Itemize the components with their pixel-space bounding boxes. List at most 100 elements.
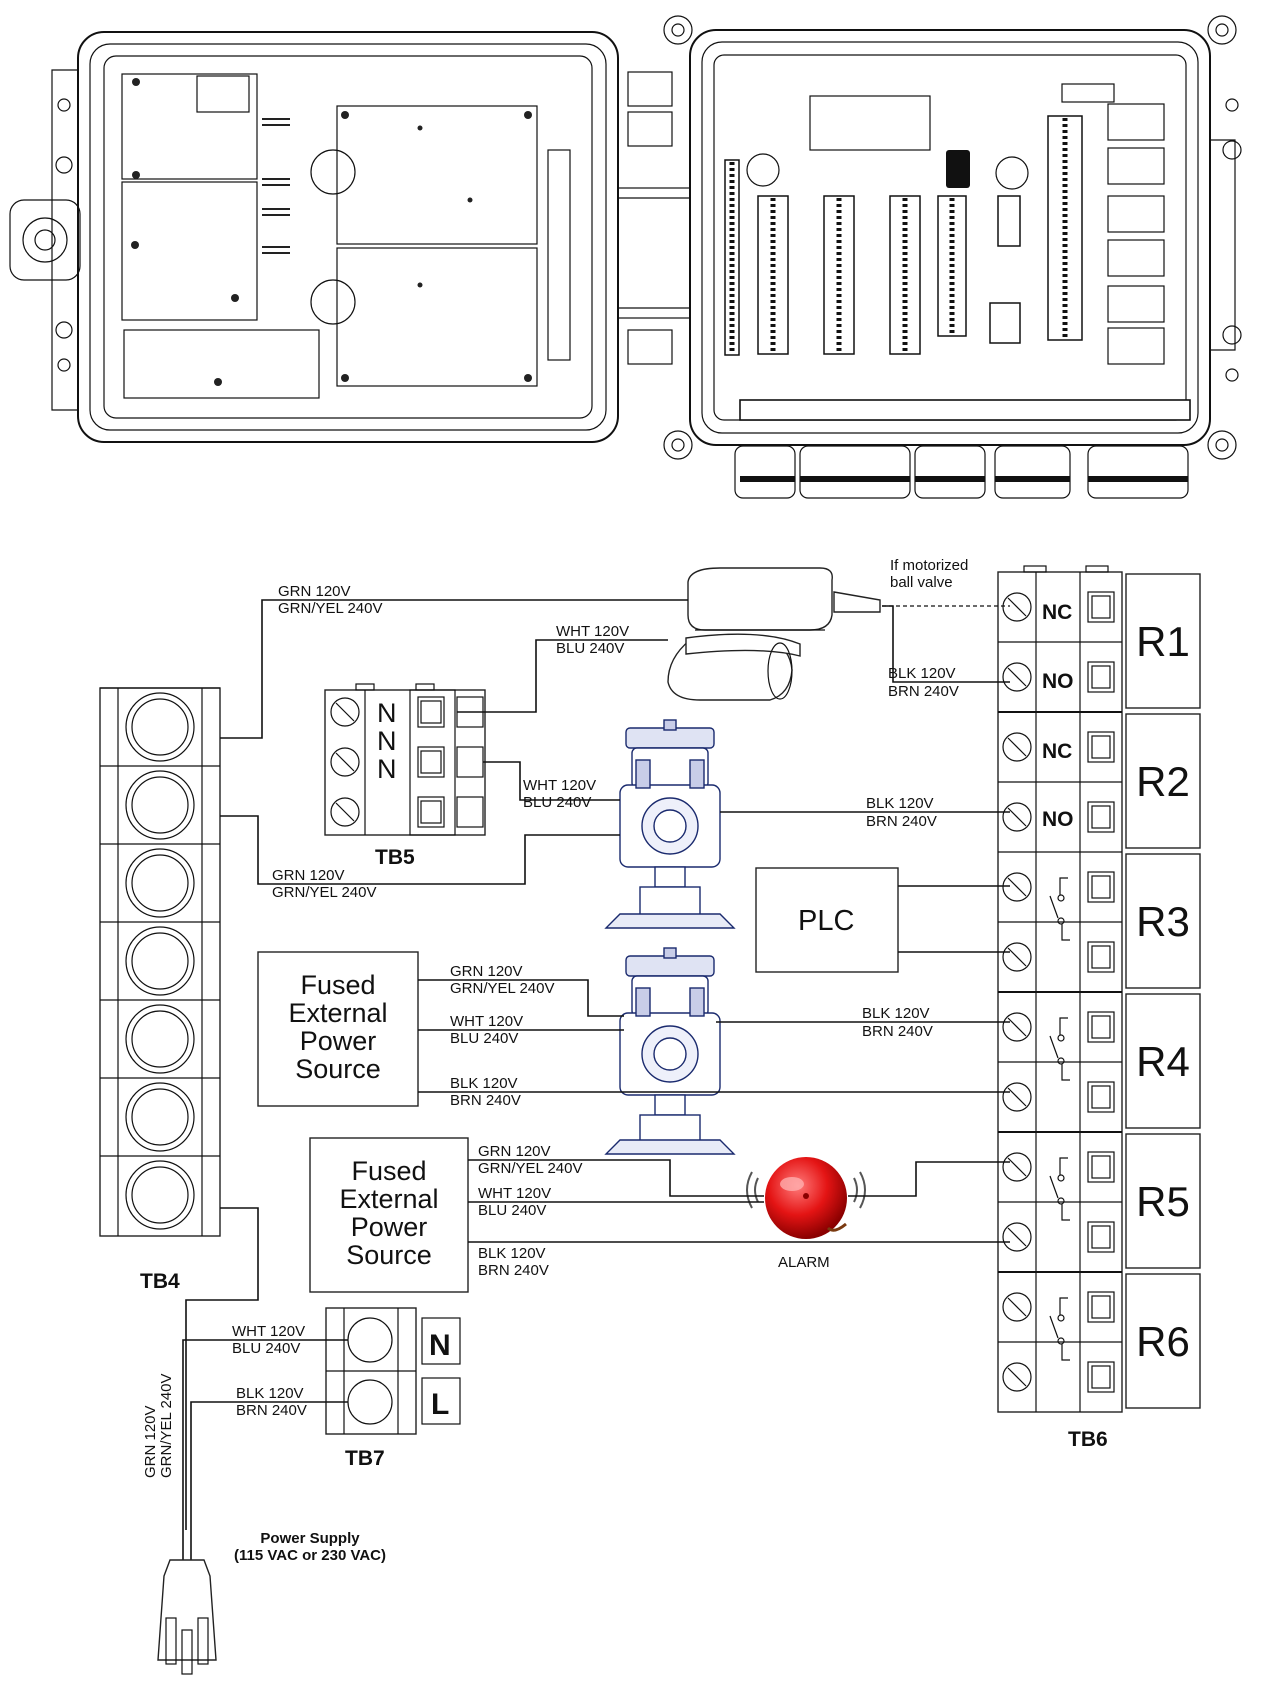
label-alarm-neutral-1: WHT 120V <box>478 1185 551 1202</box>
label-pump2-hot-supply-2: BRN 240V <box>450 1092 521 1109</box>
power-source-1-label-line2: External <box>288 998 387 1028</box>
relay-label-r2: R2 <box>1136 758 1190 805</box>
power-supply-label-line1: Power Supply <box>260 1530 360 1547</box>
relay-label-r5: R5 <box>1136 1178 1190 1225</box>
power-source-2-label-line2: External <box>339 1184 438 1214</box>
tb6-terminal-screw <box>1002 732 1032 762</box>
tb4-terminal-screw <box>125 1004 195 1074</box>
label-pump2-neutral-2: BLU 240V <box>450 1030 518 1047</box>
label-alarm-ground-2: GRN/YEL 240V <box>478 1160 583 1177</box>
label-pump2-ground-1: GRN 120V <box>450 963 523 980</box>
tb6-terminal-screw <box>1002 872 1032 902</box>
label-pump1-hot-2: BRN 240V <box>866 813 937 830</box>
power-source-2-label-line4: Source <box>346 1240 432 1270</box>
label-valve-note-1: If motorized <box>890 557 968 574</box>
power-supply-label-line2: (115 VAC or 230 VAC) <box>234 1547 386 1564</box>
label-pump1-hot-1: BLK 120V <box>866 795 934 812</box>
tb4-terminal-screw <box>125 1082 195 1152</box>
tb4-terminal-screw <box>125 848 195 918</box>
tb7-terminal-l: L <box>431 1388 449 1421</box>
enclosure-terminal-teeth <box>729 118 1068 353</box>
tb6-terminal-screw <box>1002 592 1032 622</box>
label-tb7-hot-2: BRN 240V <box>236 1402 307 1419</box>
tb7-terminal-n: N <box>429 1329 451 1362</box>
tb4-terminal-screw <box>125 770 195 840</box>
metering-pump-2 <box>604 947 736 1155</box>
r2-nc-label: NC <box>1042 740 1072 763</box>
tb6-terminal-screw <box>1002 1152 1032 1182</box>
wires <box>182 599 1010 1530</box>
label-pump1-neutral-2: BLU 240V <box>523 794 591 811</box>
relay-box-r1 <box>1125 573 1201 709</box>
label-alarm-neutral-2: BLU 240V <box>478 1202 546 1219</box>
relay-label-r4: R4 <box>1136 1038 1190 1085</box>
metering-pump-1 <box>604 719 736 929</box>
label-valve-neutral-2: BLU 240V <box>556 640 624 657</box>
tb6-terminal-screw <box>1002 1292 1032 1322</box>
power-source-1-label-line4: Source <box>295 1054 381 1084</box>
tb6-terminal-screw <box>1002 662 1032 692</box>
relay-box-r5 <box>1125 1133 1201 1269</box>
tb6-label: TB6 <box>1068 1428 1108 1451</box>
label-valve-note-2: ball valve <box>890 574 953 591</box>
power-source-1-label-line1: Fused <box>300 970 375 1000</box>
label-pump1-ground-1: GRN 120V <box>272 867 345 884</box>
power-source-1-box <box>257 951 419 1107</box>
tb6-terminal-screw <box>1002 1222 1032 1252</box>
alarm-bell-icon <box>746 1157 866 1239</box>
relay-box-r3 <box>1125 853 1201 989</box>
label-supply-ground-1: GRN 120V <box>142 1405 159 1478</box>
power-plug-icon <box>157 1530 217 1675</box>
label-pump2-hot-relay-1: BLK 120V <box>862 1005 930 1022</box>
tb6-terminal-screw <box>1002 1362 1032 1392</box>
label-supply-ground-2: GRN/YEL 240V <box>158 1374 175 1479</box>
plc-box <box>755 867 899 973</box>
tb7-terminal-block: N L <box>325 1307 461 1435</box>
label-pump1-neutral-1: WHT 120V <box>523 777 596 794</box>
tb6-terminal-screw <box>1002 802 1032 832</box>
label-valve-hot-1: BLK 120V <box>888 665 956 682</box>
tb6-terminal-screw <box>1002 1012 1032 1042</box>
tb4-terminal-screw <box>125 926 195 996</box>
label-valve-hot-2: BRN 240V <box>888 683 959 700</box>
tb5-terminal-n3: N <box>377 754 397 784</box>
tb4-terminal-block <box>99 687 221 1237</box>
label-valve-ground-2: GRN/YEL 240V <box>278 600 383 617</box>
power-source-2-label-line3: Power <box>351 1212 428 1242</box>
plc-label: PLC <box>798 905 854 937</box>
label-valve-neutral-1: WHT 120V <box>556 623 629 640</box>
label-alarm-ground-1: GRN 120V <box>478 1143 551 1160</box>
relay-label-r1: R1 <box>1136 618 1190 665</box>
tb5-terminal-block: N N N <box>324 683 486 836</box>
tb5-label: TB5 <box>375 846 415 869</box>
tb4-label: TB4 <box>140 1270 180 1293</box>
alarm-label: ALARM <box>778 1254 830 1271</box>
tb5-terminal-n2: N <box>377 726 397 756</box>
r2-no-label: NO <box>1042 808 1074 831</box>
tb4-terminal-screw <box>125 1160 195 1230</box>
label-tb7-hot-1: BLK 120V <box>236 1385 304 1402</box>
label-tb7-neutral-2: BLU 240V <box>232 1340 300 1357</box>
tb7-label: TB7 <box>345 1447 385 1470</box>
label-alarm-hot-1: BLK 120V <box>478 1245 546 1262</box>
label-tb7-neutral-1: WHT 120V <box>232 1323 305 1340</box>
power-source-2-label-line1: Fused <box>351 1156 426 1186</box>
power-source-1-label-line3: Power <box>300 1026 377 1056</box>
motorized-ball-valve <box>667 567 881 701</box>
label-pump2-neutral-1: WHT 120V <box>450 1013 523 1030</box>
relay-label-r6: R6 <box>1136 1318 1190 1365</box>
enclosure-illustration <box>9 15 1242 499</box>
relay-box-r4 <box>1125 993 1201 1129</box>
relay-box-r6 <box>1125 1273 1201 1409</box>
label-pump2-ground-2: GRN/YEL 240V <box>450 980 555 997</box>
label-valve-ground-1: GRN 120V <box>278 583 351 600</box>
label-pump1-ground-2: GRN/YEL 240V <box>272 884 377 901</box>
label-pump2-hot-relay-2: BRN 240V <box>862 1023 933 1040</box>
tb6-terminal-screw <box>1002 942 1032 972</box>
tb5-terminal-n1: N <box>377 698 397 728</box>
label-alarm-hot-2: BRN 240V <box>478 1262 549 1279</box>
r1-nc-label: NC <box>1042 601 1072 624</box>
tb4-terminal-screw <box>125 692 195 762</box>
